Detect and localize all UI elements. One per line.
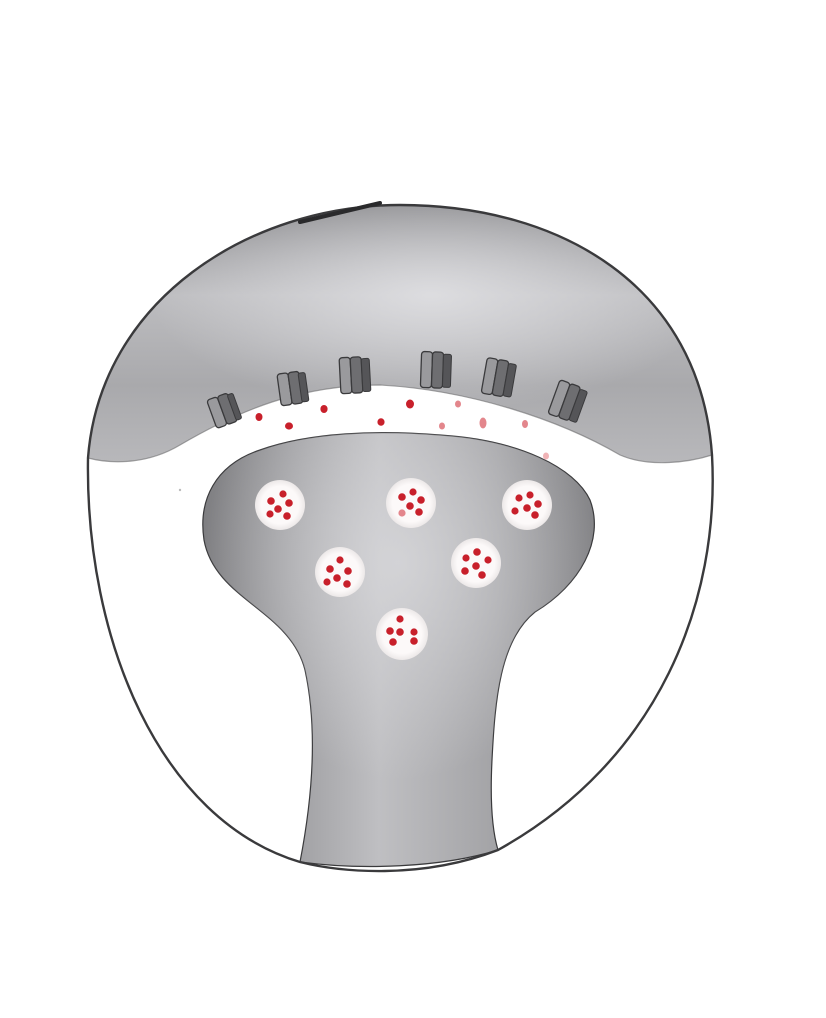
neurotransmitter: [455, 400, 461, 408]
synaptic-vesicle: [451, 538, 501, 588]
neurotransmitter: [377, 418, 385, 426]
postsynaptic-membrane: [87, 205, 713, 464]
neurotransmitter: [326, 565, 334, 573]
neurotransmitter: [336, 556, 344, 564]
synaptic-vesicle: [315, 547, 365, 597]
neurotransmitter: [267, 497, 275, 505]
cleft-neurotransmitters: [255, 399, 549, 460]
neurotransmitter: [461, 567, 469, 575]
neurotransmitter: [462, 554, 470, 562]
synaptic-vesicle: [376, 608, 428, 660]
neurotransmitter: [323, 578, 331, 586]
neurotransmitter: [515, 494, 523, 502]
receptor: [276, 370, 310, 407]
receptor: [480, 357, 517, 398]
neurotransmitter: [274, 505, 282, 513]
neurotransmitter: [417, 496, 425, 504]
neurotransmitter: [398, 509, 406, 517]
neurotransmitter: [255, 413, 263, 421]
neurotransmitter: [396, 628, 404, 636]
neurotransmitter: [406, 502, 414, 510]
neurotransmitter: [396, 615, 404, 623]
outline-dark-stroke: [298, 201, 382, 224]
neurotransmitter: [410, 637, 418, 645]
neurotransmitter: [543, 452, 549, 460]
neurotransmitter: [526, 491, 534, 499]
receptor: [206, 393, 242, 429]
synaptic-vesicle: [386, 478, 436, 528]
neurotransmitter: [534, 500, 542, 508]
neurotransmitter: [406, 399, 414, 409]
neurotransmitter: [283, 512, 291, 520]
neurotransmitter: [409, 488, 417, 496]
neurotransmitter: [266, 510, 274, 518]
neurotransmitter: [386, 627, 394, 635]
neurotransmitter: [344, 567, 352, 575]
neurotransmitter: [343, 580, 351, 588]
neurotransmitter: [285, 499, 293, 507]
receptors: [206, 350, 588, 429]
postsynaptic-highlight: [88, 205, 712, 463]
synaptic-vesicles: [255, 478, 552, 660]
synaptic-vesicle: [255, 480, 305, 530]
neurotransmitter: [320, 405, 328, 413]
neurotransmitter: [478, 571, 486, 579]
synaptic-vesicle: [502, 480, 552, 530]
neurotransmitter: [333, 574, 341, 582]
neurotransmitter: [472, 562, 480, 570]
receptor: [419, 350, 452, 389]
stray-mark: [178, 488, 182, 492]
neurotransmitter: [511, 507, 519, 515]
neurotransmitter: [389, 638, 397, 646]
neurotransmitter: [439, 422, 445, 430]
neurotransmitter: [523, 504, 531, 512]
receptor: [548, 379, 588, 423]
neurotransmitter: [522, 420, 528, 428]
neurotransmitter: [415, 508, 423, 516]
neurotransmitter: [410, 628, 418, 636]
neurotransmitter: [479, 417, 487, 429]
neurotransmitter: [473, 548, 481, 556]
neurotransmitter: [285, 422, 293, 430]
neurotransmitter: [484, 556, 492, 564]
neurotransmitter: [531, 511, 539, 519]
receptor: [338, 356, 372, 395]
postsynaptic-inner-edge: [87, 384, 713, 464]
neurotransmitter: [279, 490, 287, 498]
neurotransmitter: [398, 493, 406, 501]
synapse-outline: [86, 203, 714, 873]
